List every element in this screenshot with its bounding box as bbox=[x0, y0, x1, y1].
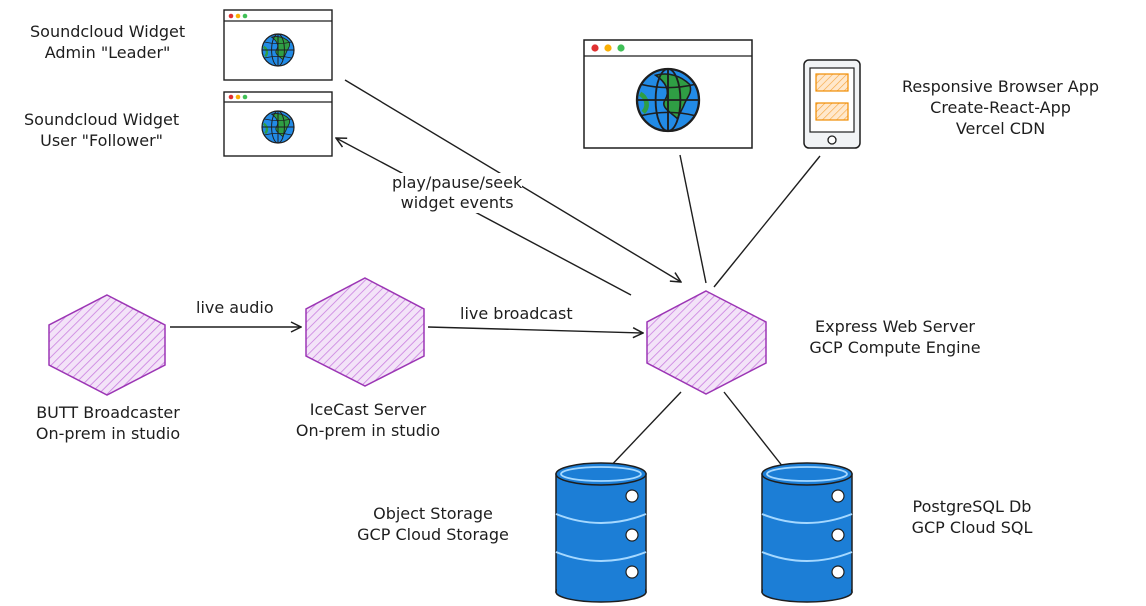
edge-browser-to-express bbox=[679, 154, 707, 284]
widget-user-window-icon bbox=[223, 91, 333, 157]
object-storage-database-icon bbox=[555, 462, 647, 603]
widget-user-label-line-2: User "Follower" bbox=[40, 131, 164, 150]
butt-broadcaster-hexagon bbox=[48, 294, 166, 396]
edge-express-to-object-storage bbox=[604, 391, 682, 473]
edge-label-live-audio: live audio bbox=[196, 298, 274, 317]
butt-broadcaster-label-line-1: BUTT Broadcaster bbox=[36, 403, 180, 422]
edge-label-widget-events-line-2: widget events bbox=[400, 193, 514, 212]
widget-admin-window-icon bbox=[223, 9, 333, 81]
object-storage-label-line-2: GCP Cloud Storage bbox=[357, 525, 509, 544]
butt-broadcaster-label-line-2: On-prem in studio bbox=[35, 424, 181, 443]
browser-app-label: Responsive Browser App Create-React-App … bbox=[902, 76, 1099, 139]
widget-user-label: Soundcloud Widget User "Follower" bbox=[24, 109, 179, 151]
edge-label-widget-events: play/pause/seek widget events bbox=[392, 173, 523, 213]
postgres-database-icon bbox=[761, 462, 853, 603]
icecast-server-label: IceCast Server On-prem in studio bbox=[268, 399, 468, 441]
postgres-label-line-1: PostgreSQL Db bbox=[912, 497, 1032, 516]
icecast-server-label-line-1: IceCast Server bbox=[309, 400, 427, 419]
edge-live-broadcast bbox=[427, 326, 643, 333]
phone-app-icon bbox=[803, 59, 861, 149]
edge-phone-to-express bbox=[713, 155, 821, 288]
postgres-label-line-2: GCP Cloud SQL bbox=[911, 518, 1033, 537]
widget-admin-label-line-1: Soundcloud Widget bbox=[30, 22, 186, 41]
browser-app-label-line-2: Create-React-App bbox=[930, 98, 1071, 117]
object-storage-label-line-1: Object Storage bbox=[373, 504, 493, 523]
browser-app-label-line-3: Vercel CDN bbox=[955, 119, 1046, 138]
edge-label-widget-events-line-1: play/pause/seek bbox=[392, 173, 523, 192]
express-server-label-line-2: GCP Compute Engine bbox=[809, 338, 981, 357]
widget-user-label-line-1: Soundcloud Widget bbox=[24, 110, 180, 129]
object-storage-label: Object Storage GCP Cloud Storage bbox=[328, 503, 538, 545]
express-server-label: Express Web Server GCP Compute Engine bbox=[790, 316, 1000, 358]
edge-express-to-postgres bbox=[723, 391, 788, 473]
browser-app-label-line-1: Responsive Browser App bbox=[902, 77, 1100, 96]
icecast-server-label-line-2: On-prem in studio bbox=[295, 421, 441, 440]
icecast-server-hexagon bbox=[305, 277, 425, 387]
butt-broadcaster-label: BUTT Broadcaster On-prem in studio bbox=[8, 402, 208, 444]
widget-admin-label-line-2: Admin "Leader" bbox=[44, 43, 171, 62]
edge-label-live-broadcast: live broadcast bbox=[460, 304, 573, 323]
express-server-hexagon bbox=[646, 290, 767, 395]
edge-express-to-user bbox=[336, 138, 632, 296]
postgres-label: PostgreSQL Db GCP Cloud SQL bbox=[882, 496, 1062, 538]
widget-admin-label: Soundcloud Widget Admin "Leader" bbox=[30, 21, 185, 63]
express-server-label-line-1: Express Web Server bbox=[815, 317, 975, 336]
browser-app-window-icon bbox=[583, 39, 753, 149]
